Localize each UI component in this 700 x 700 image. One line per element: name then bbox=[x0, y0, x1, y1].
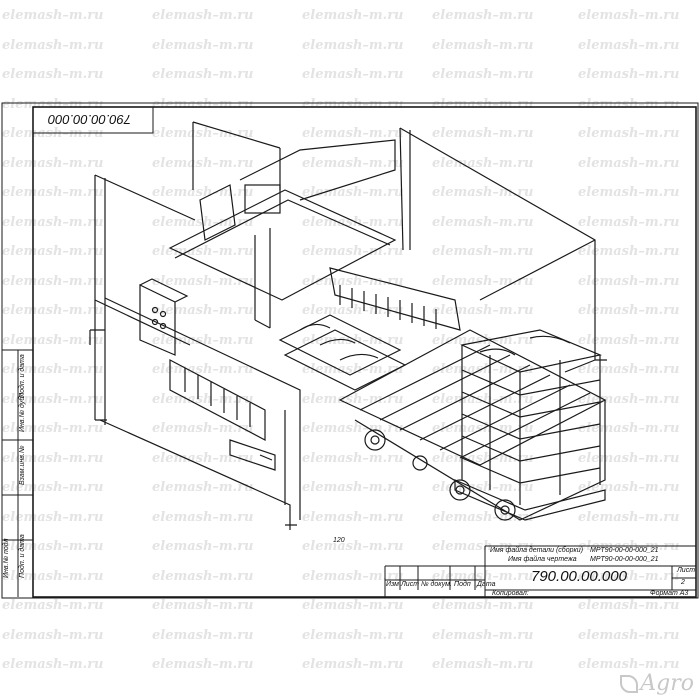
leaf-icon bbox=[620, 675, 639, 693]
logo-text: Agro bbox=[640, 671, 694, 696]
drawing-designation: 790.00.00.000 bbox=[531, 568, 627, 585]
inner-frame bbox=[32, 106, 697, 598]
agro-logo: Agro bbox=[620, 671, 694, 696]
format-label: Формат А3 bbox=[650, 590, 689, 597]
col-list: Лист bbox=[401, 581, 420, 588]
col-doc-no: № докум. bbox=[421, 581, 452, 588]
side-label-inv-podl: Инв.№ подл bbox=[3, 538, 10, 578]
col-izm: Изм bbox=[386, 581, 399, 588]
sheet-number: 2 bbox=[681, 579, 685, 586]
palletizer-machine bbox=[89, 121, 607, 530]
file-drawing-label: Имя файла чертежа bbox=[508, 556, 577, 563]
col-sign: Подп bbox=[454, 581, 471, 588]
file-detail-value: MPT90-00-00-000_21 bbox=[590, 547, 659, 554]
side-label-podp-2: Подп. и дата bbox=[19, 354, 26, 398]
file-detail-label: Имя файла детали (сборки) bbox=[490, 547, 584, 554]
side-label-vzam: Взам.инв.№ bbox=[19, 445, 26, 485]
col-date: Дата bbox=[477, 581, 496, 588]
dimension-label: 120 bbox=[333, 537, 345, 544]
file-drawing-value: MPT90-00-00-000_21 bbox=[590, 556, 659, 563]
side-label-inv-dubl: Инв.№ дубл bbox=[19, 392, 26, 432]
sheet-label: Лист bbox=[677, 567, 696, 574]
top-stamp-box bbox=[32, 106, 154, 134]
title-block-lines bbox=[384, 545, 696, 597]
copied-label: Копировал: bbox=[492, 590, 529, 597]
top-stamp-text: 790.00.00.000 bbox=[48, 112, 132, 127]
outer-frame bbox=[1, 102, 699, 599]
side-label-podp-1: Подп. и дата bbox=[19, 534, 26, 578]
